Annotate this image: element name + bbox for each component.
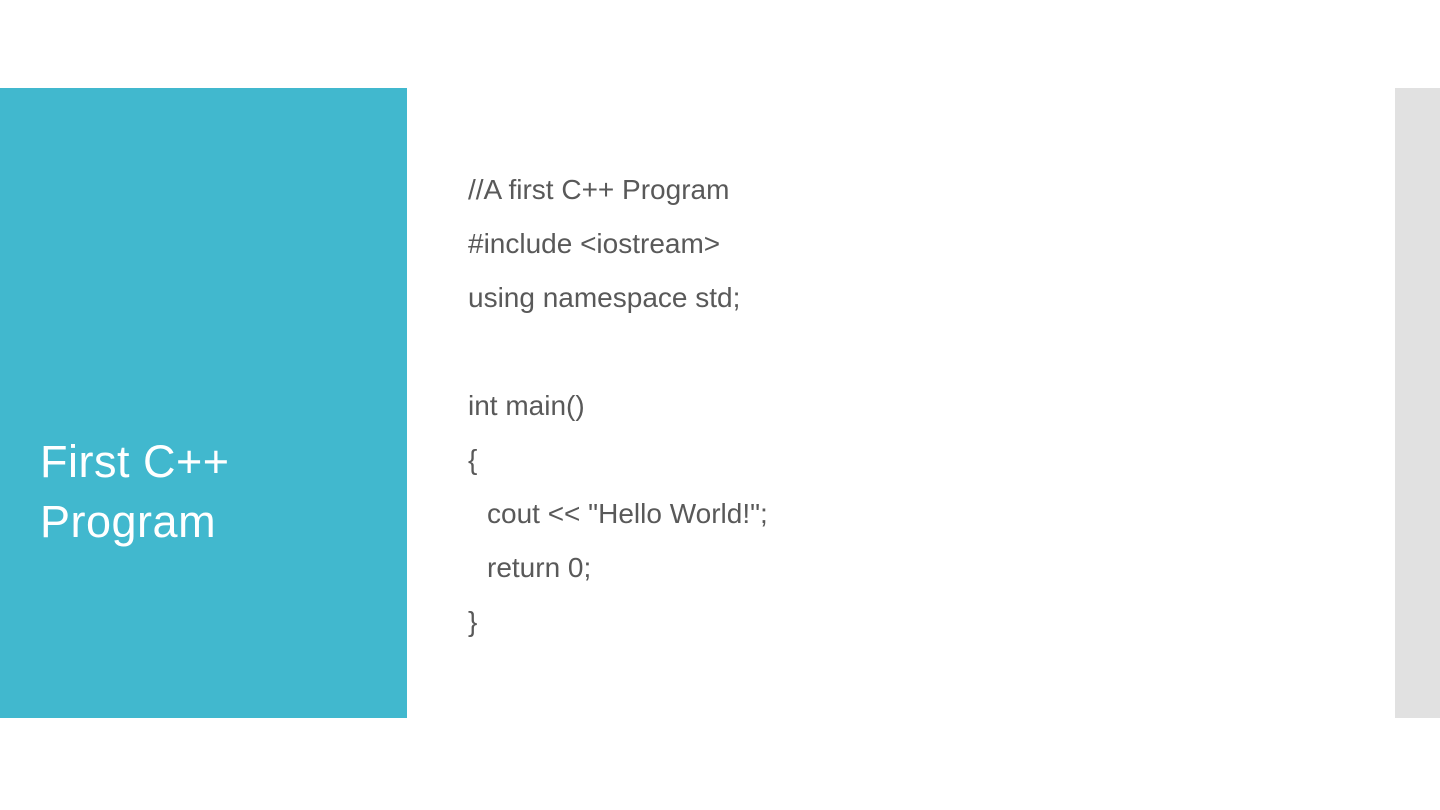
- code-line: return 0;: [487, 552, 592, 583]
- slide-title: First C++ Program: [40, 432, 230, 552]
- code-line: using namespace std;: [468, 282, 741, 313]
- code-line: #include <iostream>: [468, 228, 721, 259]
- code-line: //A first C++ Program: [468, 174, 730, 205]
- code-line: cout << "Hello World!";: [487, 498, 768, 529]
- code-line: {: [468, 444, 478, 475]
- code-line: }: [468, 606, 478, 637]
- code-line-blank: [468, 325, 768, 379]
- code-line: int main(): [468, 390, 585, 421]
- slide-title-line-1: First C++: [40, 436, 230, 487]
- title-box: First C++ Program: [0, 88, 407, 718]
- slide-title-line-2: Program: [40, 496, 217, 547]
- code-block: //A first C++ Program #include <iostream…: [468, 163, 768, 649]
- right-accent-bar: [1395, 88, 1440, 718]
